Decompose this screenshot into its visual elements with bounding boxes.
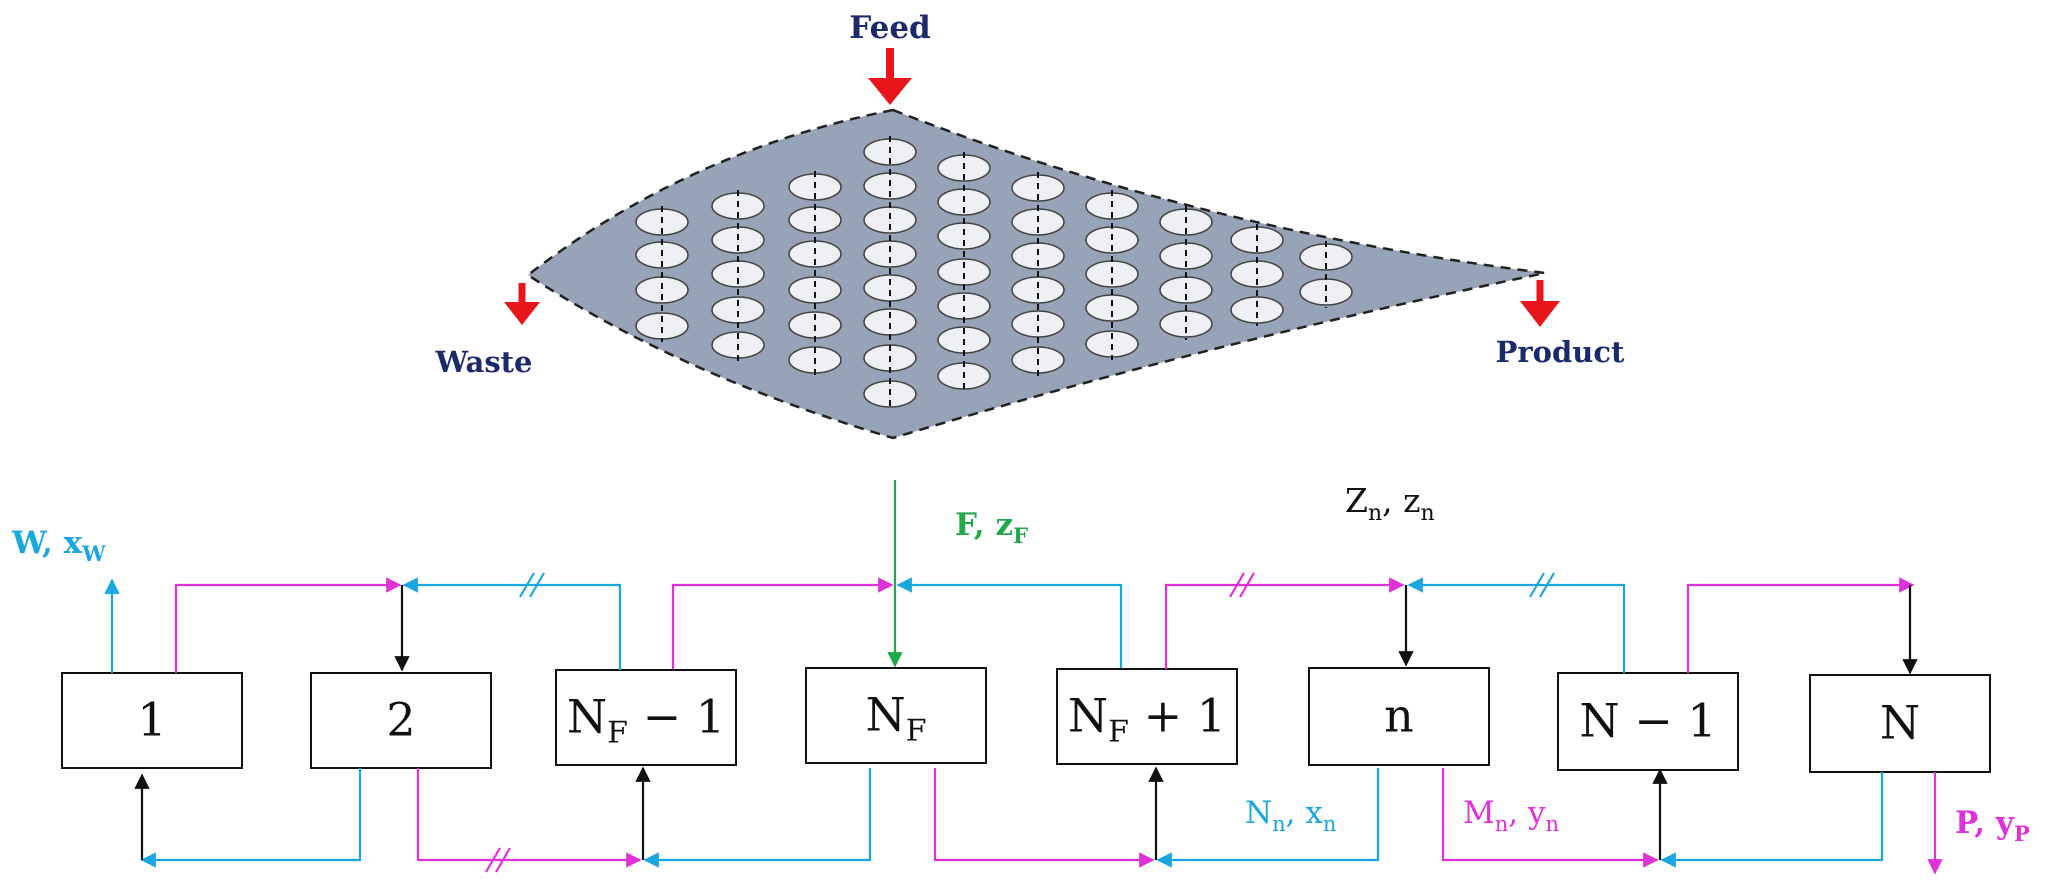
tails-flow-label: Mn, yn bbox=[1463, 795, 1559, 836]
stage-label: NF − 1 bbox=[567, 690, 725, 751]
stage-box-NF+1: NF + 1 bbox=[1056, 668, 1238, 765]
centrifuge-array bbox=[635, 136, 1353, 410]
heads-flow-nf1p-n bbox=[1164, 577, 1405, 669]
break-marks bbox=[485, 572, 1555, 873]
stage-label: NF + 1 bbox=[1068, 689, 1226, 750]
stage-box-2: 2 bbox=[310, 672, 492, 769]
stage-box-N: N bbox=[1809, 674, 1991, 773]
flow-lines bbox=[104, 480, 1943, 875]
stage-label: 1 bbox=[137, 693, 166, 747]
feed-label: Feed bbox=[849, 10, 930, 46]
stage-box-NF-1: NF − 1 bbox=[555, 669, 737, 766]
stage-label: N − 1 bbox=[1579, 694, 1716, 748]
cascade-shape bbox=[525, 108, 1546, 440]
centrifuge-icon bbox=[1011, 276, 1065, 304]
cascade-schematic bbox=[525, 108, 1546, 440]
heads-return-N-nm1 bbox=[1660, 772, 1884, 868]
tails-flow-2-nf1 bbox=[416, 768, 642, 868]
stage-label: n bbox=[1384, 689, 1414, 743]
stage-row: 1 2 NF − 1 NF NF + 1 n N − 1 N bbox=[61, 667, 1991, 773]
stage-box-NF: NF bbox=[805, 667, 987, 764]
centrifuge-icon bbox=[1085, 294, 1139, 322]
heads-return-2-1 bbox=[140, 768, 362, 868]
waste-arrow-icon bbox=[504, 283, 540, 325]
heads-flow-nf1-nf bbox=[671, 577, 894, 669]
stage-label: N bbox=[1880, 696, 1920, 750]
heads-flow-label: Nn, xn bbox=[1245, 795, 1336, 836]
heads-return-n-nf1p bbox=[1156, 768, 1380, 868]
product-flow-label: P, yP bbox=[1955, 805, 2030, 846]
centrifuge-icon bbox=[1230, 296, 1284, 324]
product-label: Product bbox=[1496, 335, 1625, 369]
stage-label: NF bbox=[865, 688, 926, 749]
waste-flow-label: W, xW bbox=[11, 525, 106, 566]
tails-flow-nf-nf1p bbox=[933, 768, 1155, 868]
feed-arrow-icon bbox=[868, 48, 912, 105]
product-arrow-icon bbox=[1520, 280, 1560, 327]
stage-feed-label: Zn, zn bbox=[1345, 481, 1435, 526]
stage-box-N-1: N − 1 bbox=[1557, 672, 1739, 771]
tails-return-nf1-2 bbox=[402, 577, 622, 670]
centrifuge-icon bbox=[863, 240, 917, 268]
centrifuge-icon bbox=[1011, 310, 1065, 338]
heads-return-nf-nf1 bbox=[643, 768, 872, 868]
tails-flow-n-nm1 bbox=[1441, 768, 1659, 868]
centrifuge-icon bbox=[863, 274, 917, 302]
heads-flow-nm1-n bbox=[1686, 577, 1915, 673]
waste-label: Waste bbox=[434, 345, 532, 379]
tails-return-nf1p-nf bbox=[896, 577, 1123, 668]
centrifuge-icon bbox=[1159, 310, 1213, 338]
stage-box-n: n bbox=[1308, 667, 1490, 766]
tails-return-nm1-n bbox=[1407, 577, 1626, 673]
stage-box-1: 1 bbox=[61, 672, 243, 769]
feed-flow-label: F, zF bbox=[955, 507, 1028, 548]
centrifuge-icon bbox=[788, 276, 842, 304]
stage-label: 2 bbox=[386, 693, 415, 747]
heads-flow-1-2 bbox=[174, 577, 402, 673]
